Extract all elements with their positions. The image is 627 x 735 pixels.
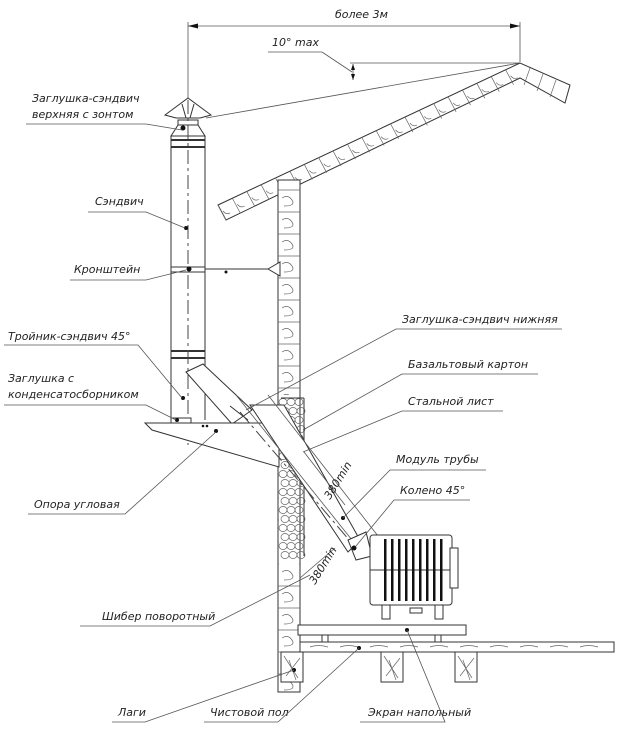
svg-text:Кронштейн: Кронштейн <box>74 263 140 276</box>
stove <box>369 534 459 620</box>
svg-text:Сэндвич: Сэндвич <box>95 195 144 208</box>
label-sandwich: Сэндвич <box>88 195 186 229</box>
label-basalt: Базальтовый картон <box>302 358 538 431</box>
label-finish-floor: Чистовой пол <box>204 647 360 723</box>
dimension-angle-label: 10° max <box>272 36 319 49</box>
svg-text:Лаги: Лаги <box>117 706 146 719</box>
label-elbow: Колено 45° <box>355 484 470 547</box>
svg-text:Опора угловая: Опора угловая <box>34 498 120 511</box>
svg-text:Стальной лист: Стальной лист <box>408 395 494 408</box>
svg-text:Базальтовый картон: Базальтовый картон <box>408 358 528 371</box>
label-bracket: Кронштейн <box>70 263 187 281</box>
label-corner-support: Опора угловая <box>28 431 217 515</box>
svg-text:конденсатосборником: конденсатосборником <box>8 388 139 401</box>
chimney-vertical <box>163 97 281 445</box>
svg-text:Заглушка с: Заглушка с <box>8 372 74 385</box>
label-top-cap: Заглушка-сэндвич верхняя с зонтом <box>26 92 183 131</box>
svg-text:Чистовой пол: Чистовой пол <box>210 706 289 719</box>
svg-text:верхняя с зонтом: верхняя с зонтом <box>32 108 133 121</box>
svg-text:Колено 45°: Колено 45° <box>400 484 465 497</box>
svg-text:Заглушка-сэндвич нижняя: Заглушка-сэндвич нижняя <box>402 313 558 326</box>
dimension-380-lower: 380min <box>299 544 340 587</box>
dimension-380-lower-label: 380min <box>307 544 340 586</box>
label-pipe-module: Модуль трубы <box>342 453 486 519</box>
inclined-pipe <box>235 394 379 561</box>
floor-screen <box>297 624 467 636</box>
svg-text:Тройник-сэндвич 45°: Тройник-сэндвич 45° <box>8 330 131 343</box>
label-tee: Тройник-сэндвич 45° <box>4 330 183 399</box>
roof <box>217 62 571 221</box>
label-bottom-cap: Заглушка-сэндвич нижняя <box>245 313 562 411</box>
svg-text:Заглушка-сэндвич: Заглушка-сэндвич <box>32 92 140 105</box>
dimension-more-than-3m: более 3м <box>187 8 521 100</box>
label-floor-screen: Экран напольный <box>360 629 471 723</box>
svg-text:Модуль трубы: Модуль трубы <box>396 453 479 466</box>
dimension-horizontal-label: более 3м <box>335 8 388 21</box>
svg-text:Экран напольный: Экран напольный <box>367 706 471 719</box>
label-steel-sheet: Стальной лист <box>302 395 503 453</box>
corner-support <box>143 422 280 468</box>
label-damper: Шибер поворотный <box>80 574 311 627</box>
label-condensate-cap: Заглушка с конденсатосборником <box>4 372 177 421</box>
svg-text:Шибер поворотный: Шибер поворотный <box>102 610 215 623</box>
floor <box>280 624 615 683</box>
label-joists: Лаги <box>112 669 295 723</box>
dimension-angle: 10° max <box>205 36 521 119</box>
